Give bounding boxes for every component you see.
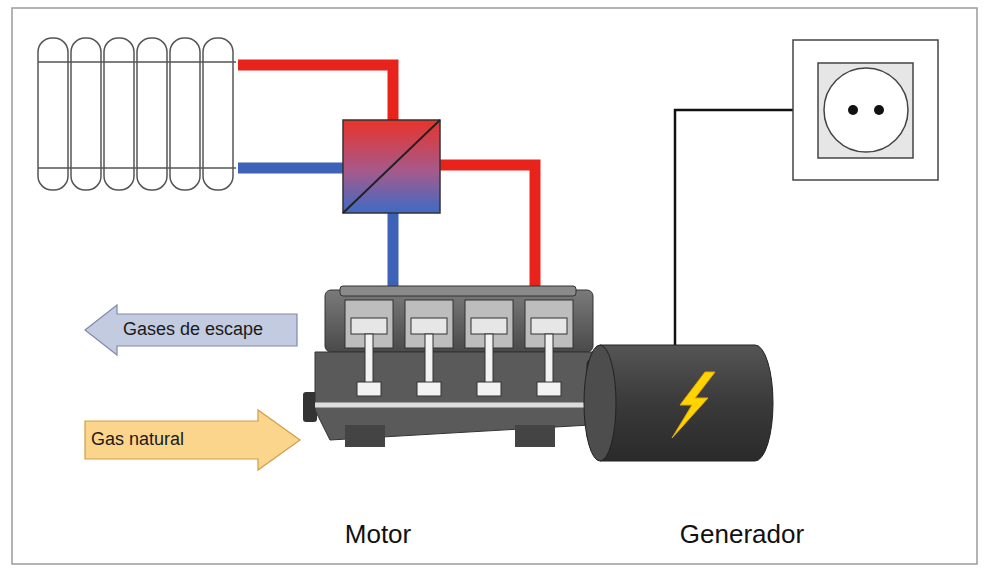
frame (12, 8, 977, 564)
heat-exchanger (343, 120, 440, 213)
arrow-label: Gas natural (91, 430, 300, 450)
arrow-label: Gases de escape (123, 320, 297, 340)
flow-arrow: Gases de escape (85, 305, 297, 355)
flow-arrow: Gas natural (85, 410, 300, 470)
radiator (38, 38, 236, 190)
generator (584, 345, 773, 461)
part-name: Generador (680, 519, 804, 550)
socket (793, 40, 938, 180)
part-name: Motor (345, 519, 411, 550)
engine (303, 286, 609, 447)
pipes (238, 65, 535, 290)
wire (675, 110, 793, 345)
